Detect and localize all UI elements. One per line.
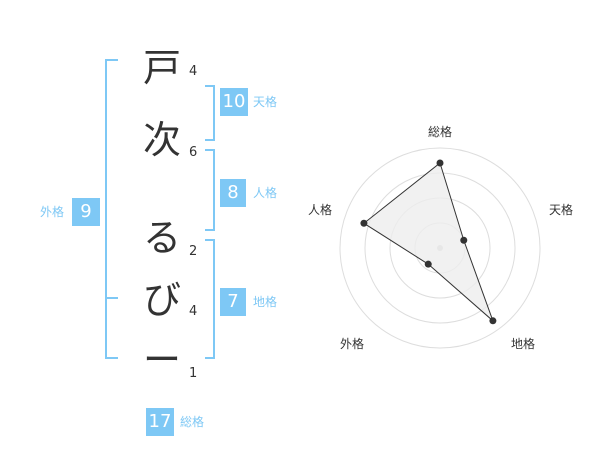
chikaku-bracket	[205, 239, 215, 359]
stroke-count-1: 4	[189, 64, 198, 79]
radar-axis-label-gaikaku: 外格	[340, 337, 365, 351]
stroke-count-3: 2	[189, 244, 198, 259]
name-char-1: 戸	[142, 46, 181, 90]
radar-point-4	[360, 219, 368, 227]
gaikaku-bracket	[105, 59, 118, 359]
jinkaku-label: 人格	[253, 186, 278, 200]
name-char-5: ー	[142, 338, 181, 382]
radar-axis-label-jinkaku: 人格	[308, 203, 333, 217]
radar-axis-label-chikaku: 地格	[511, 337, 536, 351]
radar-point-3	[424, 260, 432, 268]
name-char-4: び	[142, 278, 181, 322]
chikaku-label: 地格	[253, 295, 278, 309]
tenkaku-label: 天格	[253, 95, 278, 109]
jinkaku-bracket	[205, 149, 215, 231]
stroke-count-4: 4	[189, 304, 198, 319]
stroke-count-2: 6	[189, 145, 198, 160]
radar-axis-label-tenkaku: 天格	[549, 203, 574, 217]
tenkaku-badge: 10	[220, 88, 248, 116]
gaikaku-label: 外格	[40, 205, 65, 219]
tenkaku-bracket	[205, 85, 215, 141]
soukaku-label: 総格	[180, 415, 205, 429]
jinkaku-badge: 8	[220, 179, 246, 207]
stroke-count-5: 1	[189, 366, 198, 381]
radar-point-1	[460, 236, 468, 244]
soukaku-badge: 17	[146, 408, 174, 436]
radar-point-0	[436, 159, 444, 167]
gaikaku-badge: 9	[72, 198, 100, 226]
radar-point-2	[489, 317, 497, 325]
radar-ring-4	[339, 147, 541, 349]
radar-axis-label-soukaku: 総格	[428, 125, 453, 139]
chikaku-badge: 7	[220, 288, 246, 316]
name-char-3: る	[142, 216, 181, 260]
name-char-2: 次	[142, 118, 181, 162]
radar-series-polygon	[363, 162, 494, 322]
